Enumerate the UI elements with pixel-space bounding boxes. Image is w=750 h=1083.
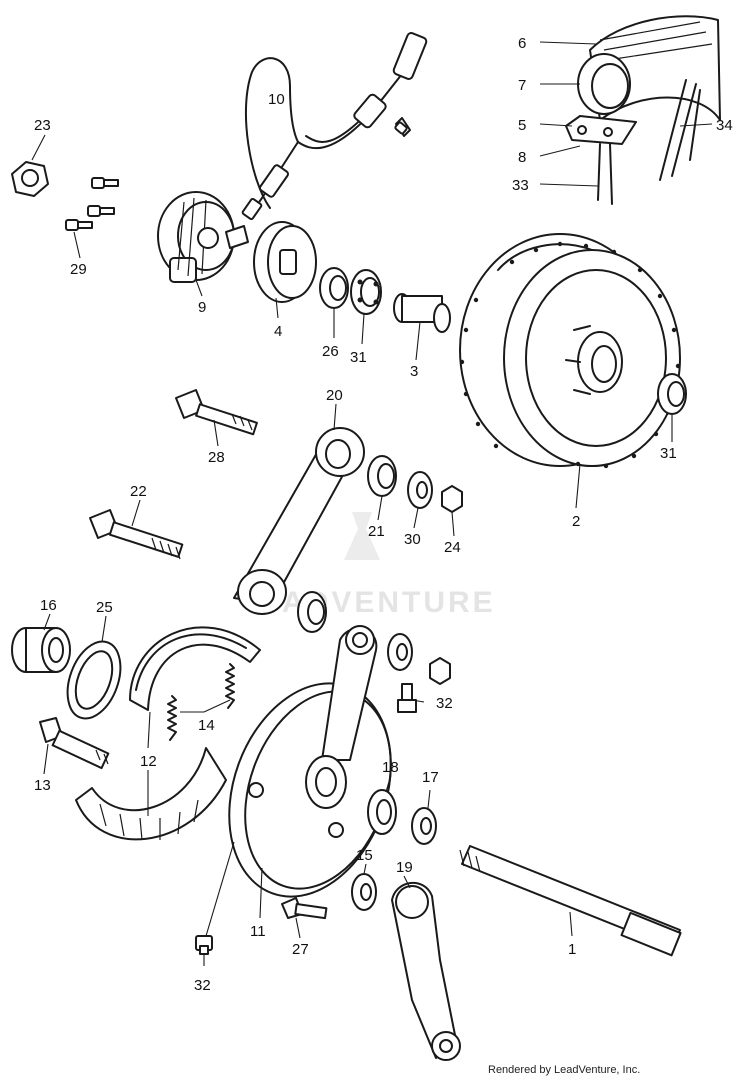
hub-spacer[interactable] [393,293,451,333]
callout-10: 10 [268,91,285,108]
callout-2: 2 [572,513,580,530]
callout-34: 34 [716,117,733,134]
callout-13: 13 [34,777,51,794]
callout-29: 29 [70,261,87,278]
brake-torque-link[interactable] [233,427,365,615]
callout-18: 18 [382,759,399,776]
callout-7: 7 [518,77,526,94]
bolt-28[interactable] [175,389,258,436]
callout-14: 14 [198,717,215,734]
axle[interactable] [459,845,682,957]
callout-28: 28 [208,449,225,466]
callout-17: 17 [422,769,439,786]
callout-23: 23 [34,117,51,134]
brake-arm[interactable] [391,881,461,1061]
callout-9: 9 [198,299,206,316]
callout-3: 3 [410,363,418,380]
callout-4: 4 [274,323,282,340]
callout-33: 33 [512,177,529,194]
wheel-hub[interactable] [459,233,681,469]
callout-30: 30 [404,531,421,548]
brake-shoes[interactable] [75,626,261,841]
leader-lines [31,41,713,966]
washer-17[interactable] [411,807,437,845]
bearing-21[interactable] [367,455,397,497]
nut-24[interactable] [441,485,463,513]
callouts: 6 7 5 8 33 34 10 23 29 9 4 26 31 3 31 2 … [34,35,733,994]
callout-22: 22 [130,483,147,500]
callout-5: 5 [518,117,526,134]
brake-springs[interactable] [167,663,235,741]
rim-detail[interactable] [565,15,721,205]
bolt-27[interactable] [281,897,328,920]
dust-seal-16[interactable] [11,627,71,673]
speedometer-gear-plate[interactable] [253,221,317,303]
callout-26: 26 [322,343,339,360]
callout-32-upper: 32 [436,695,453,712]
callout-12: 12 [140,753,157,770]
bearing-31-upper[interactable] [350,269,382,315]
callout-27: 27 [292,941,309,958]
callout-1: 1 [568,941,576,958]
seal-ring-25[interactable] [58,634,130,726]
washer-30[interactable] [407,471,433,509]
callout-31-right: 31 [660,445,677,462]
callout-15: 15 [356,847,373,864]
screws-29[interactable] [65,121,408,231]
callout-11: 11 [250,923,266,940]
bearing-31-right[interactable] [657,373,687,415]
callout-8: 8 [518,149,526,166]
bearing-lower[interactable] [297,591,327,633]
bolt-22[interactable] [89,509,184,560]
brake-cam[interactable] [39,717,110,770]
bearing-26[interactable] [319,267,349,309]
callout-32-lower: 32 [194,977,211,994]
nut-23[interactable] [11,161,49,197]
callout-25: 25 [96,599,113,616]
bleeder-32-upper[interactable] [397,683,417,713]
callout-21: 21 [368,523,385,540]
washer-upper-right[interactable] [387,633,451,685]
callout-16: 16 [40,597,57,614]
callout-24: 24 [444,539,461,556]
callout-19: 19 [396,859,413,876]
callout-31-upper: 31 [350,349,367,366]
oil-seal-18[interactable] [367,789,397,835]
callout-20: 20 [326,387,343,404]
credit-text: Rendered by LeadVenture, Inc. [488,1064,641,1076]
bleeder-32-lower[interactable] [195,935,213,955]
seal-15[interactable] [351,873,377,911]
speedometer-gearbox[interactable] [157,191,249,283]
callout-6: 6 [518,35,526,52]
